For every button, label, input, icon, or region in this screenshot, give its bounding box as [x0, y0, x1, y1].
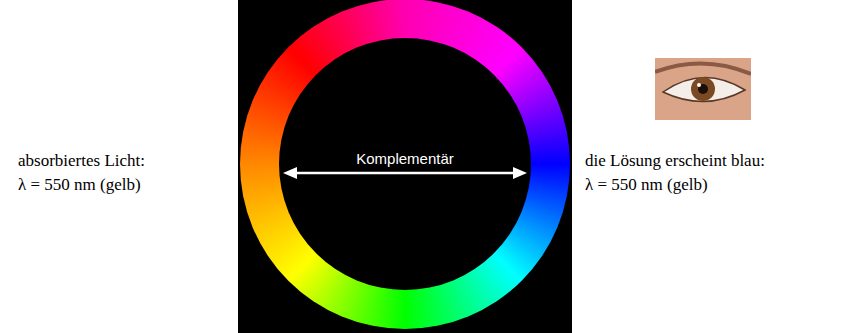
caption-text: die Lösung erscheint blau:	[585, 151, 765, 171]
eyelid	[655, 63, 751, 74]
wavelength-text: λ = 550 nm (gelb)	[18, 175, 141, 195]
highlight	[697, 83, 701, 87]
pupil	[698, 84, 708, 94]
wavelength-text: λ = 550 nm (gelb)	[585, 175, 708, 195]
iris	[691, 77, 715, 101]
caption-text: absorbiertes Licht:	[18, 151, 145, 171]
arrow-head	[283, 167, 297, 179]
wheel-label: Komplementär	[353, 149, 457, 169]
skin	[655, 58, 751, 120]
arrow-line	[292, 172, 518, 175]
eye-white	[663, 77, 745, 101]
arrow-head	[513, 167, 527, 179]
eye-photo	[655, 58, 751, 120]
